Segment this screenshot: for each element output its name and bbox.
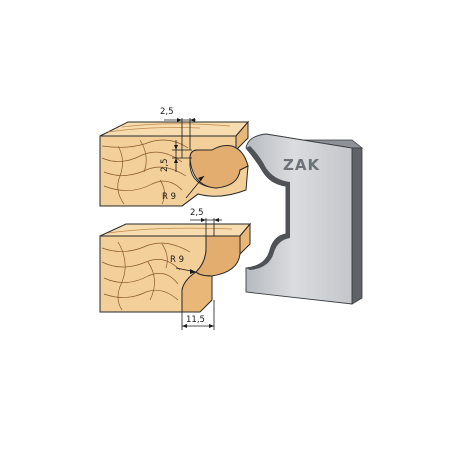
bottom-dimension-arrows [182,218,219,328]
bottom-dim-width-label: 2,5 [190,208,204,218]
top-dimension-arrows [174,118,204,181]
bottom-block-grain [101,241,191,311]
bottom-dim-depth-label: 11,5 [186,315,205,325]
knife-right-edge [351,147,363,305]
cutter-knife: ZAK [245,133,364,305]
bottom-wood-block [99,222,252,313]
bottom-block-top-face [99,223,252,237]
top-block-cove [189,145,249,189]
zak-logo: ZAK [283,156,320,174]
bottom-block-step [181,271,213,313]
bottom-block-top-grain [107,227,233,234]
bottom-radius-label: R 9 [170,255,184,265]
top-radius-label: R 9 [162,192,176,202]
top-block-bottom-edge [100,193,199,207]
top-dim-depth-label: 2,5 [160,158,170,172]
top-block-top-face [99,121,250,137]
knife-cutting-edge [246,146,290,270]
top-dim-width-label: 2,5 [160,107,174,117]
top-block-grain [101,139,189,205]
top-wood-block [99,120,250,207]
